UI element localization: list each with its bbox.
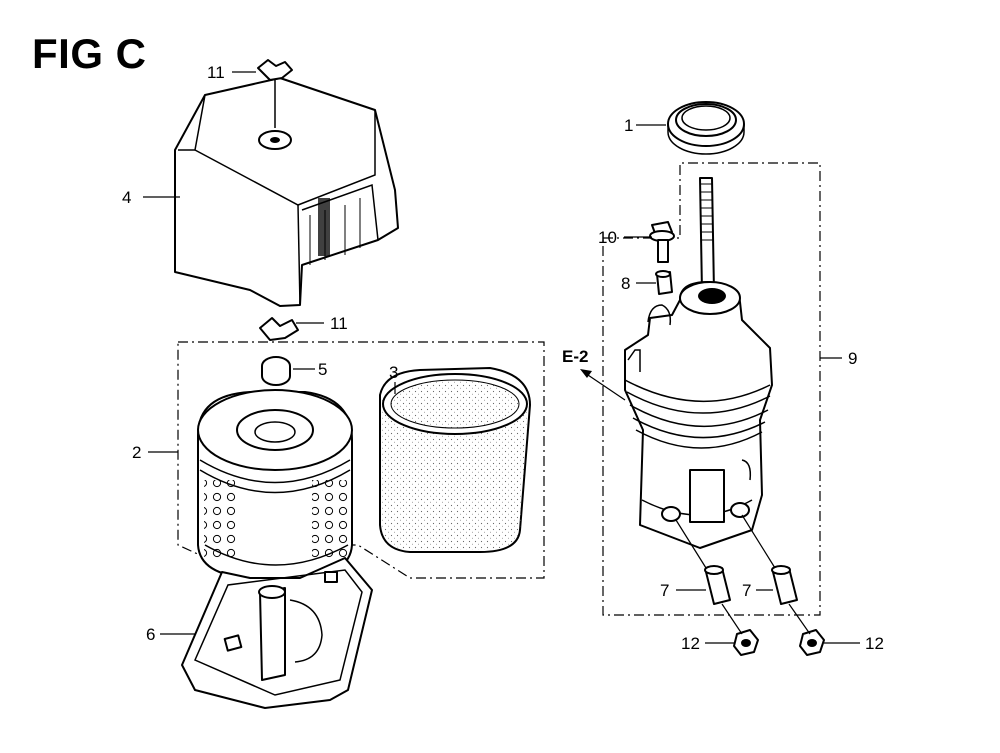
callout-10: 10 [598,228,617,247]
callout-7-left: 7 [660,581,669,600]
callout-5: 5 [318,360,327,379]
leader-lines [143,71,860,644]
callout-1: 1 [624,116,633,135]
paper-filter-element [197,389,353,579]
nut-right [799,629,825,656]
wing-nut-lower [259,317,299,341]
air-cleaner-cover [174,77,399,307]
callout-12-left: 12 [681,634,700,653]
flange-bolt [649,221,675,263]
callout-9: 9 [848,349,857,368]
callout-11-lower: 11 [330,314,348,333]
callout-8: 8 [621,274,630,293]
callout-11-top: 11 [207,63,225,82]
figure-title: FIG C [32,30,147,77]
callout-12-right: 12 [865,634,884,653]
callout-labels: 11 4 11 5 3 2 6 1 10 8 9 E-2 7 7 12 12 [122,63,884,653]
stud-right [771,565,798,605]
foam-element [379,367,531,553]
gasket-ring [667,101,745,155]
callout-e2-reference: E-2 [562,347,588,366]
callout-6: 6 [146,625,155,644]
callout-7-right: 7 [742,581,751,600]
callout-2: 2 [132,443,141,462]
grommet [261,356,291,386]
callout-4: 4 [122,188,131,207]
air-cleaner-case [624,281,773,549]
wing-nut-top [257,59,293,128]
nut-left [733,629,759,656]
stud-left [704,565,731,605]
callout-3: 3 [389,363,398,382]
case-group-box [602,162,821,616]
collar [655,270,673,295]
stud-rod [699,177,715,293]
air-cleaner-base [181,557,373,709]
